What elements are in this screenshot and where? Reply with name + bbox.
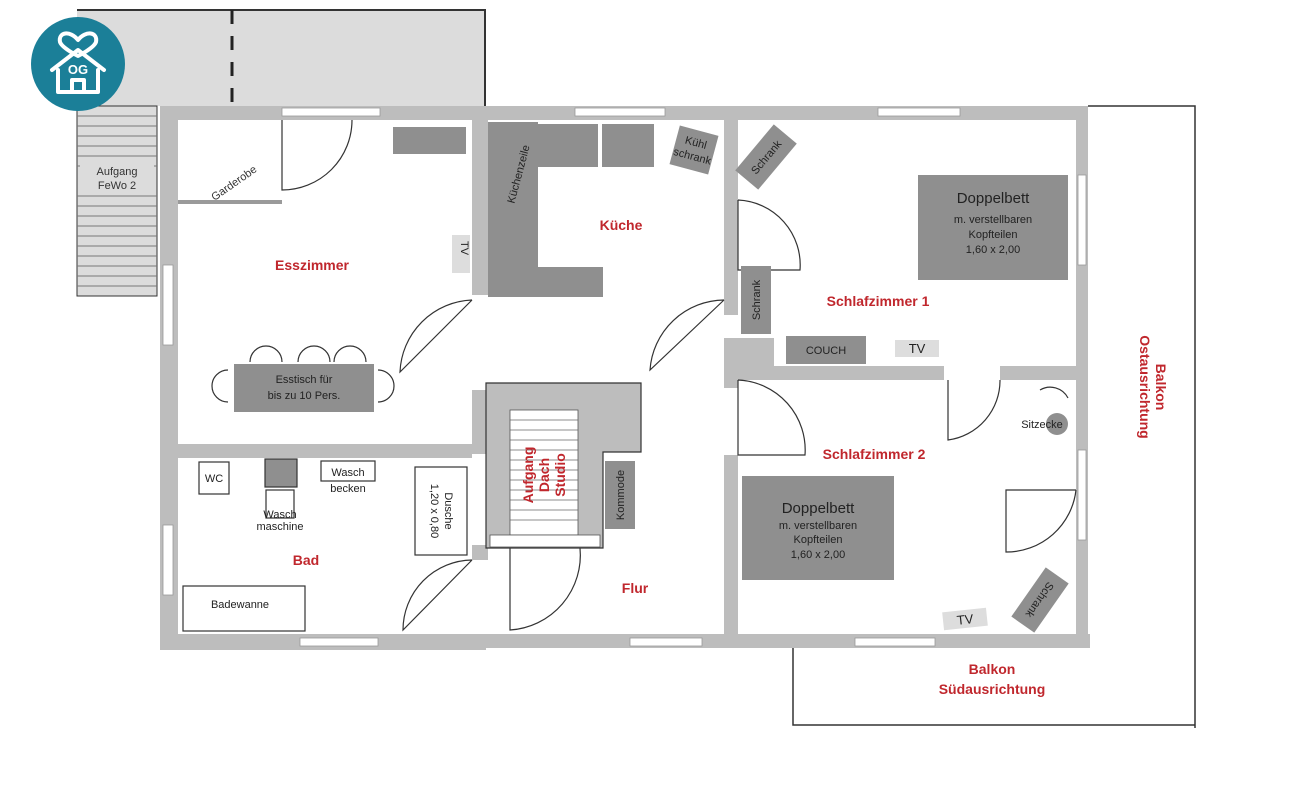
tv-sz1	[895, 340, 939, 357]
garderobe-divider	[178, 200, 282, 204]
doppelbett-sz1	[918, 175, 1068, 280]
room-kueche: Küche	[600, 217, 643, 233]
interior-walls	[178, 120, 1076, 640]
svg-text:1,20 x 0,80: 1,20 x 0,80	[428, 484, 440, 538]
dusche	[414, 466, 468, 556]
sideboard	[393, 127, 466, 154]
dryer	[264, 458, 298, 488]
balkon-ost-label: Balkon Ostausrichtung	[1137, 335, 1169, 438]
doppelbett-sz1-label-3: Kopfteilen	[969, 229, 1018, 241]
svg-text:TV: TV	[956, 611, 974, 628]
aufgang-fewo-label-1: Aufgang	[97, 166, 138, 178]
aufgang-fewo-label-2: FeWo 2	[98, 180, 136, 192]
esstisch-label-1: Esstisch für	[276, 374, 333, 386]
room-bad: Bad	[293, 552, 319, 568]
wc-label: WC	[205, 473, 223, 485]
terrace-area	[77, 10, 485, 106]
room-schlafzimmer1: Schlafzimmer 1	[827, 293, 930, 309]
kuechenzeile	[488, 122, 654, 297]
tv-esszimmer-label: TV	[458, 241, 470, 256]
svg-text:Studio: Studio	[552, 453, 568, 497]
doppelbett-sz1-label-2: m. verstellbaren	[954, 214, 1032, 226]
kuehlschrank: Kühl schrank	[669, 125, 719, 175]
svg-text:Aufgang: Aufgang	[520, 447, 536, 504]
waschbecken	[320, 460, 376, 482]
svg-text:Dach: Dach	[536, 458, 552, 492]
balkon-sued-label-1: Balkon	[969, 661, 1016, 677]
dining-chairs	[211, 345, 395, 403]
svg-text:Kühl: Kühl	[684, 135, 708, 152]
doppelbett-sz2-label-4: 1,60 x 2,00	[791, 549, 845, 561]
svg-text:Balkon: Balkon	[1153, 364, 1169, 411]
schrank-sz2: Schrank	[1011, 567, 1069, 633]
badewanne-label: Badewanne	[211, 599, 269, 611]
balcony-east-outline	[1088, 105, 1196, 728]
dusche-label: Dusche 1,20 x 0,80	[428, 484, 454, 538]
tv-sz2: TV	[942, 607, 988, 631]
stairwell-dach	[485, 382, 642, 549]
esstisch-label-2: bis zu 10 Pers.	[268, 390, 341, 402]
doppelbett-sz2-label-2: m. verstellbaren	[779, 520, 857, 532]
schrank-sz1-side: Schrank	[741, 266, 771, 334]
svg-text:OG: OG	[68, 62, 88, 77]
svg-text:Dusche: Dusche	[442, 492, 454, 529]
balcony-south-outline	[792, 648, 1195, 726]
room-esszimmer: Esszimmer	[275, 257, 349, 273]
doppelbett-sz2-label-1: Doppelbett	[782, 500, 855, 517]
waschbecken-label-2: becken	[330, 483, 365, 495]
doppelbett-sz2-label-3: Kopfteilen	[794, 534, 843, 546]
room-schlafzimmer2: Schlafzimmer 2	[823, 446, 926, 462]
wc	[198, 461, 230, 495]
stair-fewo2	[76, 105, 158, 297]
doppelbett-sz1-label-1: Doppelbett	[957, 190, 1030, 207]
svg-text:Ostausrichtung: Ostausrichtung	[1137, 335, 1153, 438]
og-logo: OG	[31, 17, 125, 111]
doppelbett-sz2	[742, 476, 894, 580]
waschmaschine	[265, 489, 295, 519]
couch-label: COUCH	[806, 345, 846, 357]
schrank-sz1-top: Schrank	[735, 124, 797, 190]
windows	[162, 107, 1087, 647]
waschmaschine-label-2: maschine	[256, 521, 303, 533]
terrace-outline	[77, 9, 486, 106]
svg-text:Schrank: Schrank	[751, 279, 763, 320]
couch	[786, 336, 866, 364]
esstisch	[234, 364, 374, 412]
doors	[281, 119, 1077, 632]
sitzecke-chair	[1046, 413, 1068, 435]
balkon-sued-label-2: Südausrichtung	[939, 681, 1046, 697]
tv-esszimmer	[452, 235, 470, 273]
svg-text:Kommode: Kommode	[615, 470, 627, 520]
room-flur: Flur	[622, 580, 649, 596]
waschmaschine-label-1: Wasch	[263, 509, 296, 521]
sitzecke-label: Sitzecke	[1021, 419, 1063, 431]
doppelbett-sz1-label-4: 1,60 x 2,00	[966, 244, 1020, 256]
tv-sz1-label: TV	[909, 341, 926, 356]
garderobe-label: Garderobe	[209, 164, 259, 204]
kommode: Kommode	[605, 461, 635, 529]
badewanne	[182, 585, 306, 632]
waschbecken-label-1: Wasch	[331, 467, 364, 479]
aufgang-dach-label: Aufgang Dach Studio	[520, 447, 568, 504]
